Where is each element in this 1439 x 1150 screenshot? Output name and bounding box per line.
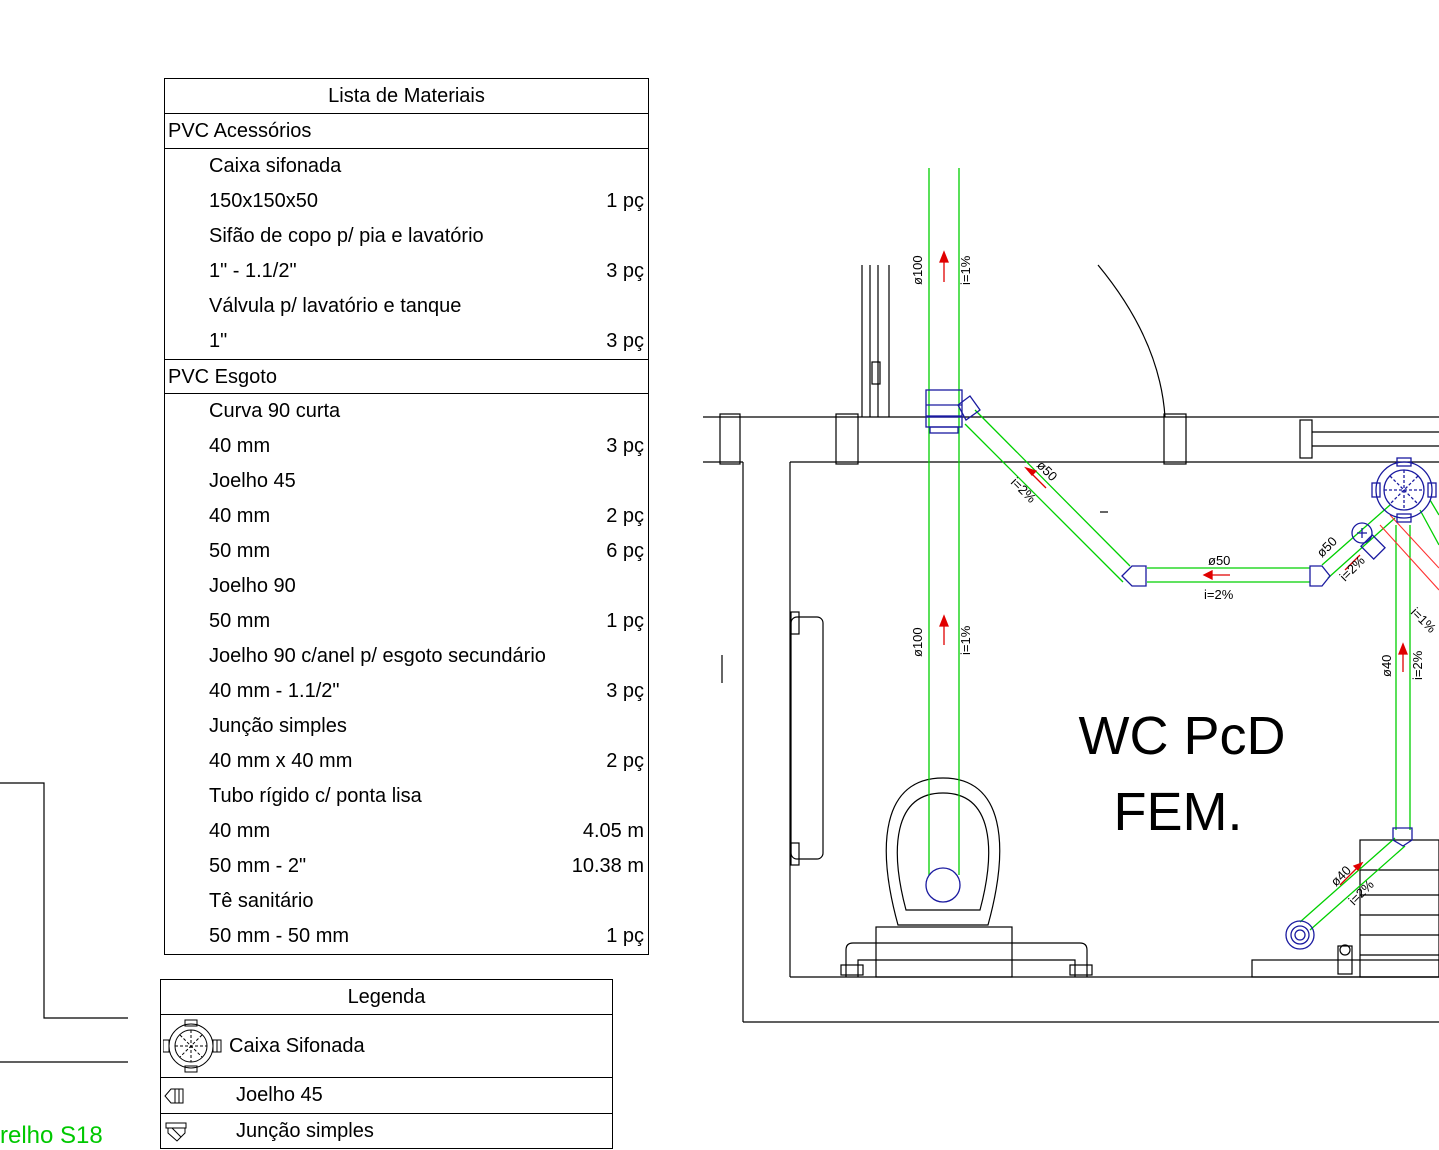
wye-junction-icon (163, 1114, 193, 1149)
label-d100-mid: ø100 (910, 627, 925, 657)
item-size: 50 mm (209, 540, 271, 562)
item-name: Joelho 45 (209, 470, 296, 492)
left-detail-outline (0, 782, 128, 1063)
label-i2-right: i=2% (1337, 553, 1369, 585)
item-name: Curva 90 curta (209, 400, 341, 422)
item-size: 40 mm (209, 435, 271, 457)
flow-arrows (939, 250, 1408, 886)
label-i2-bottom: i=2% (1346, 877, 1378, 909)
item-qty: 1 pç (606, 610, 644, 632)
item-size: 50 mm (209, 610, 271, 632)
label-i1-right: i=1% (1408, 605, 1439, 637)
label-i1-mid: i=1% (958, 625, 973, 655)
item-spec-row: 50 mm - 2" 10.38 m (165, 849, 648, 884)
item-spec-row: 40 mm 3 pç (165, 429, 648, 464)
room-name-line2: FEM. (1114, 782, 1243, 842)
item-spec-row: 40 mm - 1.1/2" 3 pç (165, 674, 648, 709)
floor-drain-icon (163, 1015, 235, 1077)
item-qty: 3 pç (606, 680, 644, 702)
item-name: Válvula p/ lavatório e tanque (209, 295, 462, 317)
legend-entry: Junção simples (161, 1114, 612, 1149)
item-spec-row: 40 mm 2 pç (165, 499, 648, 534)
label-i1-top: i=1% (958, 255, 973, 285)
item-qty: 3 pç (606, 330, 644, 352)
item-size: 40 mm - 1.1/2" (209, 680, 340, 702)
item-spec-row: 150x150x50 1 pç (165, 184, 648, 219)
room-name-line1: WC PcD (1079, 706, 1286, 766)
item-qty: 1 pç (606, 190, 644, 212)
label-d100-top: ø100 (910, 255, 925, 285)
floor-drain-fitting (1375, 461, 1433, 519)
legend-label: Caixa Sifonada (229, 1034, 365, 1057)
partial-appliance-label: relho S18 (0, 1122, 103, 1149)
item-size: 1" - 1.1/2" (209, 260, 297, 282)
label-d50-horiz: ø50 (1208, 553, 1230, 568)
item-spec-row: 50 mm 1 pç (165, 604, 648, 639)
item-qty: 6 pç (606, 540, 644, 562)
item-spec-row: 1" - 1.1/2" 3 pç (165, 254, 648, 289)
item-qty: 10.38 m (571, 855, 644, 877)
item-qty: 3 pç (606, 435, 644, 457)
item-size: 50 mm - 2" (209, 855, 307, 877)
item-qty: 4.05 m (582, 820, 644, 842)
legend-label: Joelho 45 (236, 1084, 323, 1106)
item-name: Sifão de copo p/ pia e lavatório (209, 225, 484, 247)
item-name: Caixa sifonada (209, 155, 342, 177)
item-spec-row: 50 mm 6 pç (165, 534, 648, 569)
toilet-outlet (925, 867, 961, 903)
item-size: 50 mm - 50 mm (209, 925, 350, 947)
item-spec-row: 40 mm x 40 mm 2 pç (165, 744, 648, 779)
label-i2-horiz: i=2% (1204, 587, 1234, 602)
item-size: 1" (209, 330, 228, 352)
wall-outline (703, 264, 1439, 1023)
label-d40-bottom: ø40 (1328, 863, 1354, 889)
item-name: Joelho 90 c/anel p/ esgoto secundário (209, 645, 546, 667)
label-d40-vert: ø40 (1379, 655, 1394, 677)
sink-drain (1285, 920, 1315, 950)
materials-list-table: Lista de Materiais PVC Acessórios Caixa … (164, 78, 649, 955)
elbow-45-fitting (1121, 565, 1147, 587)
item-qty: 2 pç (606, 750, 644, 772)
item-name: Tubo rígido c/ ponta lisa (209, 785, 422, 807)
materials-list-title: Lista de Materiais (165, 79, 648, 114)
item-qty: 1 pç (606, 925, 644, 947)
sewer-pipes (928, 168, 1439, 931)
wye-junction-fitting (925, 389, 963, 417)
item-name: Tê sanitário (209, 890, 314, 912)
label-i2-vert: i=2% (1410, 650, 1425, 680)
item-size: 40 mm (209, 820, 271, 842)
legend-table: Legenda Caixa Sifonada (160, 979, 613, 1149)
item-spec-row: 40 mm 4.05 m (165, 814, 648, 849)
item-name: Joelho 90 (209, 575, 296, 597)
fittings (925, 389, 1437, 950)
item-spec-row: 1" 3 pç (165, 324, 648, 359)
legend-label: Junção simples (236, 1120, 374, 1142)
item-qty: 3 pç (606, 260, 644, 282)
item-qty: 2 pç (606, 505, 644, 527)
item-size: 40 mm x 40 mm (209, 750, 353, 772)
item-name: Junção simples (209, 715, 347, 737)
legend-entry: Joelho 45 (161, 1078, 612, 1114)
label-d50-right: ø50 (1314, 534, 1340, 560)
secondary-pipe (1379, 514, 1439, 591)
label-i2-diag: i=2% (1008, 475, 1040, 507)
item-spec-row: 50 mm - 50 mm 1 pç (165, 919, 648, 954)
item-size: 150x150x50 (209, 190, 318, 212)
legend-entry: Caixa Sifonada (161, 1015, 612, 1078)
legend-title: Legenda (161, 980, 612, 1015)
item-size: 40 mm (209, 505, 271, 527)
elbow-45-icon (163, 1078, 193, 1113)
group-pvc-esgoto: PVC Esgoto (165, 359, 648, 394)
group-pvc-acessorios: PVC Acessórios (165, 114, 648, 149)
